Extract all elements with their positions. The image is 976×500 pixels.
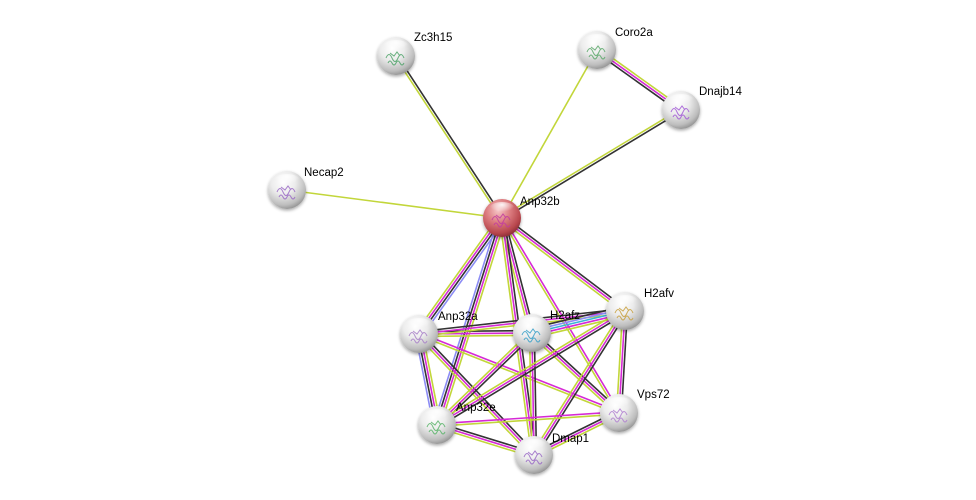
edge-evidence-textmining (529, 334, 618, 416)
edge-evidence-coexpression (535, 311, 628, 457)
node-h2afv[interactable]: H2afv (606, 288, 674, 330)
node-label: Anp32b (520, 196, 560, 208)
protein-structure-icon (608, 408, 628, 423)
edge-evidence-experiments (436, 411, 619, 425)
node-highlight (274, 174, 300, 188)
edge-evidence-coexpression (419, 218, 504, 336)
node-highlight (406, 318, 432, 332)
protein-structure-icon (586, 45, 606, 60)
edge-anp32a-dmap1[interactable] (416, 331, 537, 458)
node-highlight (424, 409, 450, 423)
node-label: H2afv (644, 288, 674, 300)
node-label: Zc3h15 (414, 32, 452, 44)
edge-evidence-textmining (500, 219, 625, 314)
node-highlight (612, 295, 638, 309)
edge-h2afz-dmap1[interactable] (528, 332, 538, 456)
edge-evidence-textmining (415, 215, 500, 333)
edge-evidence-coexpression (533, 330, 622, 412)
node-highlight (489, 202, 515, 216)
edge-evidence-textmining (416, 335, 533, 458)
edge-anp32e-vps72[interactable] (436, 411, 620, 427)
edge-h2afv-anp32e[interactable] (435, 308, 627, 428)
node-label: Vps72 (637, 389, 670, 401)
node-highlight (584, 34, 610, 48)
node-label: Anp32e (456, 402, 496, 414)
node-highlight (521, 439, 547, 453)
edge-evidence-experiments (531, 332, 620, 414)
edge-evidence-textmining (435, 308, 625, 424)
node-highlight (383, 40, 409, 54)
node-label: Anp32a (438, 311, 478, 323)
edge-evidence-databases (432, 216, 500, 425)
protein-structure-icon (385, 51, 405, 66)
edge-evidence-experiments (533, 310, 626, 456)
edge-evidence-experiments (436, 310, 626, 426)
edge-evidence-coexpression (533, 332, 538, 455)
edge-evidence-textmining (439, 218, 507, 427)
edge-evidence-textmining (434, 330, 531, 424)
node-highlight (519, 317, 545, 331)
protein-structure-icon (614, 306, 634, 321)
protein-structure-icon (491, 213, 511, 228)
node-anp32e[interactable]: Anp32e (418, 402, 496, 444)
protein-structure-icon (408, 329, 428, 344)
edge-evidence-textmining (501, 49, 598, 219)
protein-structure-icon (521, 328, 541, 343)
edge-evidence-experiments (417, 216, 502, 334)
edge-anp32b-zc3h15[interactable] (394, 54, 504, 220)
edge-evidence-textmining (437, 413, 620, 427)
edge-evidence-textmining (500, 108, 681, 218)
edge-evidence-experiments (501, 217, 626, 312)
edge-evidence-coexpression (420, 331, 537, 454)
edge-evidence-coexpression (435, 217, 502, 425)
edge-anp32b-coro2a[interactable] (501, 49, 598, 219)
node-h2afz[interactable]: H2afz (513, 310, 580, 352)
node-anp32b[interactable]: Anp32b (483, 196, 560, 237)
edge-h2afz-vps72[interactable] (529, 330, 622, 416)
edge-evidence-textmining (528, 333, 533, 456)
node-necap2[interactable]: Necap2 (268, 167, 344, 209)
node-zc3h15[interactable]: Zc3h15 (377, 32, 452, 75)
node-label: Coro2a (615, 27, 653, 39)
node-anp32a[interactable]: Anp32a (400, 311, 478, 353)
node-label: Dnajb14 (699, 86, 742, 98)
edge-evidence-textmining (394, 56, 502, 220)
edge-evidence-textmining (531, 309, 624, 455)
edge-anp32b-dnajb14[interactable] (500, 108, 683, 220)
edge-evidence-experiments (531, 332, 535, 456)
edge-evidence-coexpression (503, 217, 536, 333)
edge-h2afv-dmap1[interactable] (531, 309, 628, 457)
node-dmap1[interactable]: Dmap1 (515, 433, 589, 474)
node-vps72[interactable]: Vps72 (600, 389, 670, 432)
node-label: Necap2 (304, 167, 344, 179)
protein-structure-icon (670, 105, 690, 120)
edge-anp32b-anp32e[interactable] (432, 216, 507, 427)
node-label: Dmap1 (552, 433, 589, 445)
edge-anp32b-h2afv[interactable] (500, 215, 627, 314)
edge-evidence-coexpression (437, 312, 627, 428)
node-label: H2afz (550, 310, 580, 322)
edge-anp32b-necap2[interactable] (286, 189, 503, 219)
edge-evidence-coexpression (396, 54, 504, 218)
node-highlight (606, 397, 632, 411)
edge-evidence-coexpression (502, 215, 627, 310)
protein-structure-icon (426, 420, 446, 435)
edge-evidence-experiments (436, 332, 533, 426)
edge-evidence-experiments (437, 218, 504, 426)
node-dnajb14[interactable]: Dnajb14 (662, 86, 742, 129)
edge-evidence-experiments (418, 333, 535, 456)
node-highlight (668, 94, 694, 108)
node-coro2a[interactable]: Coro2a (578, 27, 653, 69)
edge-evidence-textmining (286, 189, 503, 219)
edge-evidence-coexpression (502, 110, 683, 220)
protein-structure-icon (523, 450, 543, 465)
protein-structure-icon (276, 185, 296, 200)
